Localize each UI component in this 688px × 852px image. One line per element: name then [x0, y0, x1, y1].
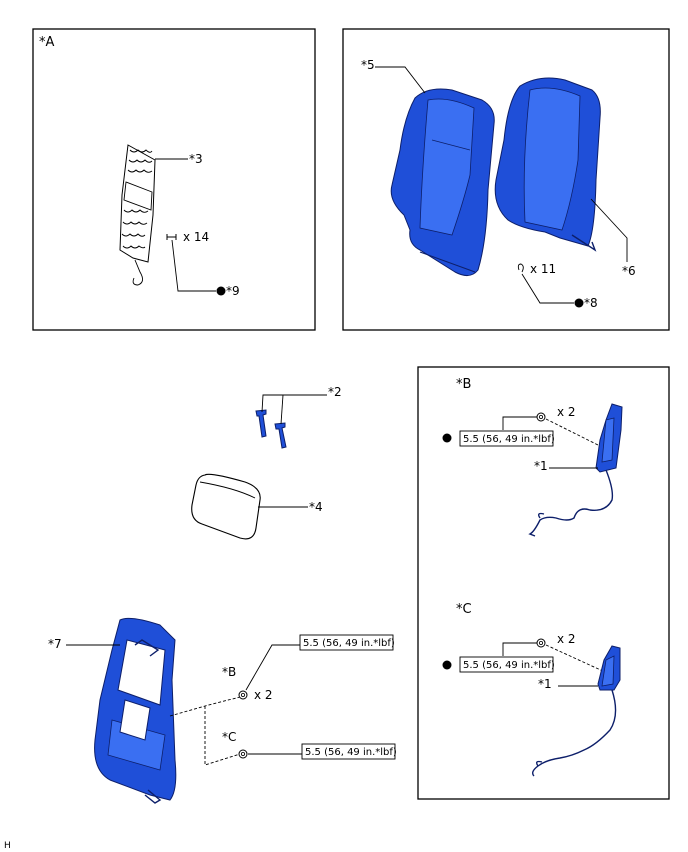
callout-1c: *1 [538, 677, 552, 691]
hog-ring-icon [166, 234, 177, 240]
nut-b-icon [238, 690, 248, 700]
callout-8: *8 [584, 296, 598, 310]
torque-box-c2 [459, 656, 554, 673]
callout-3: *3 [189, 152, 203, 166]
torque-box-b2 [459, 430, 554, 447]
qty-x2-frame: x 2 [254, 688, 273, 702]
nut-b2-icon [536, 412, 546, 422]
callout-4: *4 [309, 500, 323, 514]
side-airbag-c [531, 645, 621, 777]
seat-back-cover [390, 88, 495, 276]
panel-covers-frame [342, 28, 670, 331]
leader-5 [375, 66, 426, 94]
torque-box-b [299, 634, 394, 651]
callout-2: *2 [328, 385, 342, 399]
nut-c2-icon [536, 638, 546, 648]
callout-1b: *1 [534, 459, 548, 473]
headrest-pad [191, 473, 261, 540]
qty-x11: x 11 [530, 262, 556, 276]
seat-back-cover-rear [494, 77, 601, 252]
bullet-8-icon [574, 298, 584, 308]
torque-c2-text: 5.5 (56, 49 in.*lbf) [463, 660, 555, 671]
leader-torque-b2 [502, 416, 537, 430]
leader-torque-c2 [502, 642, 537, 656]
panel-c-tag: *C [456, 602, 472, 617]
callout-9: *9 [226, 284, 240, 298]
qty-x2-b: x 2 [557, 405, 576, 419]
headrest-support-bolts [255, 409, 287, 449]
hog-ring-icon-2 [517, 263, 524, 273]
dash-c2 [545, 644, 606, 673]
leader-2b [280, 394, 284, 425]
leader-6 [590, 198, 628, 262]
callout-6: *6 [622, 264, 636, 278]
bullet-b-icon [442, 433, 452, 443]
panel-a-tag: *A [39, 35, 55, 50]
seat-back-spring-assembly [119, 144, 156, 286]
seat-back-frame [94, 617, 177, 804]
ref-b: *B [222, 665, 236, 679]
qty-x14: x 14 [183, 230, 209, 244]
ref-c: *C [222, 730, 236, 744]
leader-torque-b [245, 644, 300, 691]
figure-code: H [4, 841, 11, 851]
panel-bc-frame [417, 366, 670, 800]
qty-x2-c: x 2 [557, 632, 576, 646]
nut-c-icon [238, 749, 248, 759]
callout-5: *5 [361, 58, 375, 72]
callout-7: *7 [48, 637, 62, 651]
bullet-9-icon [216, 286, 226, 296]
panel-b-tag: *B [456, 377, 471, 392]
panel-a-frame [32, 28, 316, 331]
torque-b2-text: 5.5 (56, 49 in.*lbf) [463, 434, 555, 445]
leader-2a [261, 394, 327, 413]
side-airbag-b [528, 403, 623, 537]
torque-c-text: 5.5 (56, 49 in.*lbf) [305, 747, 397, 758]
leader-8 [521, 273, 574, 304]
leader-9 [171, 239, 216, 292]
torque-box-c [301, 743, 396, 760]
bullet-c-icon [442, 660, 452, 670]
torque-b-text: 5.5 (56, 49 in.*lbf) [303, 638, 395, 649]
